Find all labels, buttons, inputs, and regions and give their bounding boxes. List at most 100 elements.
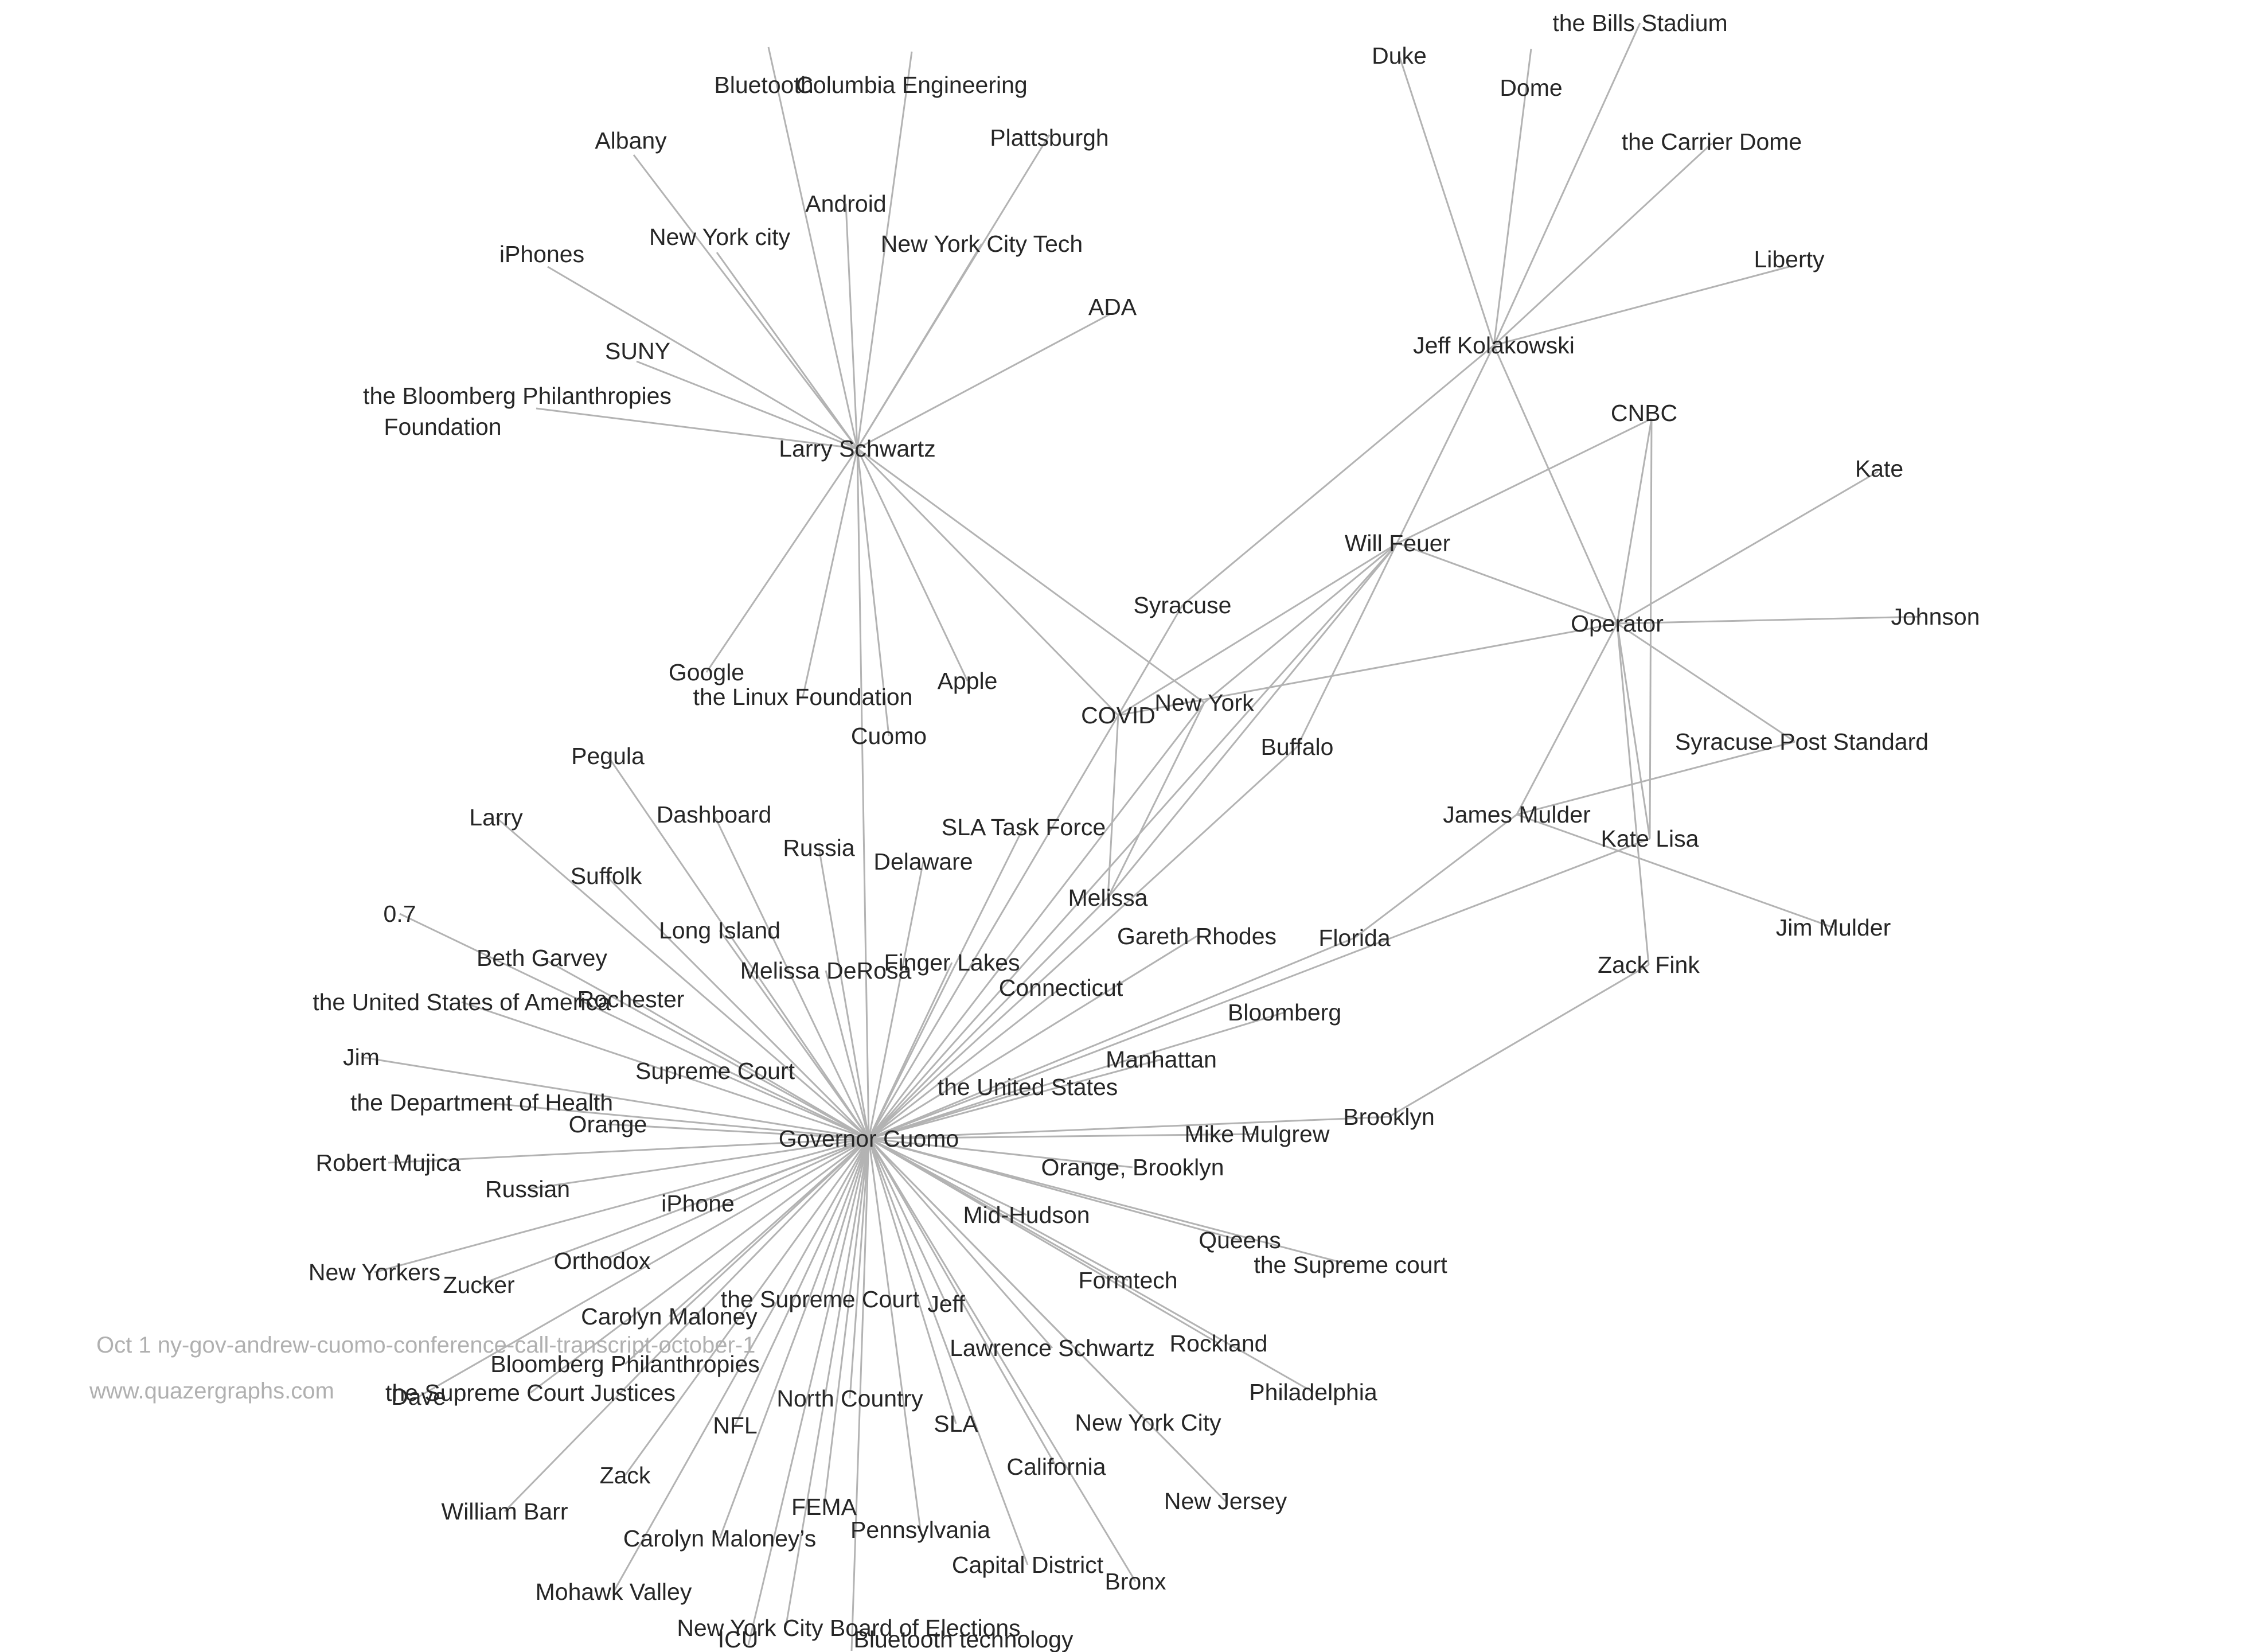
node-sla-task-force: SLA Task Force	[942, 814, 1106, 840]
edge-governor-cuomo-formtech	[868, 1137, 1129, 1281]
node-new-york-city-lower: New York city	[649, 224, 791, 250]
edge-governor-cuomo-jim	[361, 1056, 869, 1140]
node-operator: Operator	[1571, 610, 1664, 637]
node-governor-cuomo: Governor Cuomo	[779, 1125, 959, 1152]
edge-will-feuer-new-york	[1204, 542, 1398, 704]
node-gareth-rhodes: Gareth Rhodes	[1117, 923, 1277, 949]
edge-governor-cuomo-bronx	[868, 1138, 1137, 1582]
node-sla: SLA	[934, 1411, 978, 1437]
edge-operator-will-feuer	[1397, 542, 1618, 625]
edge-governor-cuomo-bloomberg-philanthropies	[624, 1137, 870, 1365]
node-ada: ADA	[1088, 294, 1137, 320]
edge-james-mulder-syracuse-post-standard	[1516, 741, 1795, 816]
edge-governor-cuomo-nfl	[734, 1138, 870, 1426]
edge-governor-cuomo-fema	[823, 1138, 870, 1507]
node-zack-fink: Zack Fink	[1598, 952, 1700, 978]
node-new-york-city: New York City	[1075, 1409, 1221, 1436]
edge-governor-cuomo-suffolk	[605, 875, 870, 1140]
node-rockland: Rockland	[1170, 1330, 1268, 1357]
node-supreme-court-justices: the Supreme Court Justices	[385, 1380, 676, 1406]
node-dome: Dome	[1500, 75, 1562, 101]
edge-will-feuer-covid	[1118, 542, 1398, 716]
edge-governor-cuomo-supreme-court	[715, 1070, 869, 1140]
edge-jeff-kolakowski-operator	[1493, 345, 1618, 624]
node-bluetooth: Bluetooth	[714, 72, 813, 98]
watermark-url: www.quazergraphs.com	[89, 1378, 334, 1404]
node-columbia-engineering: Columbia Engineering	[796, 72, 1027, 98]
edge-larry-schwartz-albany	[633, 154, 858, 449]
edge-larry-schwartz-apple	[856, 448, 969, 681]
node-carolyn-maloneys: Carolyn Maloney’s	[623, 1525, 817, 1552]
node-robert-mujica: Robert Mujica	[316, 1150, 461, 1176]
node-capital-district: Capital District	[952, 1552, 1104, 1578]
node-jeff-kolakowski: Jeff Kolakowski	[1413, 332, 1575, 359]
edge-governor-cuomo-long-island	[719, 930, 870, 1139]
edge-governor-cuomo-nyc-board-of-elections	[784, 1138, 870, 1628]
edge-governor-cuomo-the-supreme-court	[819, 1138, 870, 1300]
node-russia: Russia	[783, 835, 855, 861]
edge-governor-cuomo-capital-district	[868, 1138, 1029, 1565]
node-iphones: iPhones	[499, 241, 584, 267]
node-jim: Jim	[343, 1044, 380, 1070]
edge-jeff-kolakowski-liberty	[1493, 266, 1790, 346]
node-new-york-city-tech: New York City Tech	[881, 231, 1083, 257]
edge-larry-schwartz-columbia-engineering	[856, 51, 913, 449]
edge-governor-cuomo-zucker	[478, 1137, 869, 1286]
node-larry: Larry	[469, 804, 523, 831]
edge-governor-cuomo-delaware	[868, 861, 924, 1139]
edge-operator-johnson	[1617, 615, 1922, 625]
edge-larry-schwartz-new-york-city-lower	[716, 252, 858, 449]
edge-operator-kate	[1617, 470, 1879, 625]
edge-governor-cuomo-rochester	[630, 998, 869, 1140]
edge-brooklyn-governor-cuomo	[868, 1116, 1389, 1140]
edge-governor-cuomo-philadelphia	[868, 1137, 1314, 1393]
edge-governor-cuomo-melissa-derosa	[825, 970, 870, 1139]
node-zack: Zack	[600, 1462, 651, 1489]
edge-governor-cuomo-connecticut	[868, 987, 1061, 1140]
edge-governor-cuomo-sla	[868, 1138, 957, 1424]
edge-florida-governor-cuomo	[868, 937, 1355, 1140]
node-russian: Russian	[485, 1176, 570, 1202]
edge-buffalo-governor-cuomo	[868, 746, 1298, 1140]
edge-larry-schwartz-linux-foundation	[802, 448, 858, 698]
node-melissa-derosa: Melissa DeRosa	[740, 957, 912, 984]
node-finger-lakes: Finger Lakes	[884, 949, 1020, 976]
watermark-title: Oct 1 ny-gov-andrew-cuomo-conference-cal…	[96, 1332, 755, 1358]
node-connecticut: Connecticut	[999, 975, 1123, 1001]
edge-jeff-kolakowski-bills-stadium	[1493, 22, 1641, 346]
edge-will-feuer-cnbc	[1397, 418, 1652, 544]
node-united-states-of-america: the United States of America	[313, 989, 611, 1015]
node-formtech: Formtech	[1078, 1267, 1177, 1293]
node-cuomo: Cuomo	[851, 723, 927, 749]
node-buffalo: Buffalo	[1261, 734, 1334, 760]
edge-kate-lisa-governor-cuomo	[868, 837, 1650, 1140]
edge-governor-cuomo-carolyn-maloneys	[719, 1138, 870, 1539]
edge-melissa-governor-cuomo	[868, 897, 1109, 1140]
node-kate-lisa: Kate Lisa	[1601, 825, 1699, 852]
node-albany: Albany	[595, 127, 667, 154]
edge-larry-schwartz-bloomberg-philanthropies-foundation	[536, 407, 858, 450]
edge-larry-schwartz-new-york-city-tech	[856, 243, 983, 449]
node-syracuse-post-standard: Syracuse Post Standard	[1675, 728, 1929, 755]
edge-jeff-kolakowski-carrier-dome	[1493, 142, 1713, 346]
node-manhattan: Manhattan	[1106, 1046, 1217, 1073]
edge-larry-schwartz-covid	[856, 447, 1119, 716]
edge-governor-cuomo-department-of-health	[481, 1101, 869, 1140]
edge-jeff-kolakowski-duke	[1398, 55, 1495, 346]
node-supreme-court: Supreme Court	[635, 1058, 795, 1084]
edge-governor-cuomo-new-yorkers	[374, 1137, 869, 1273]
node-google: Google	[669, 659, 744, 685]
node-beth-garvey: Beth Garvey	[477, 945, 607, 971]
edge-will-feuer-melissa	[1107, 543, 1399, 898]
node-united-states: the United States	[938, 1074, 1118, 1100]
node-delaware: Delaware	[873, 848, 973, 875]
edge-larry-schwartz-google	[705, 448, 858, 673]
node-california: California	[1006, 1454, 1106, 1480]
node-lawrence-schwartz: Lawrence Schwartz	[950, 1335, 1155, 1361]
node-brooklyn: Brooklyn	[1343, 1104, 1435, 1130]
edge-james-mulder-jim-mulder	[1516, 813, 1834, 929]
edge-governor-cuomo-united-states-of-america	[461, 1001, 869, 1140]
node-apple: Apple	[938, 668, 998, 694]
